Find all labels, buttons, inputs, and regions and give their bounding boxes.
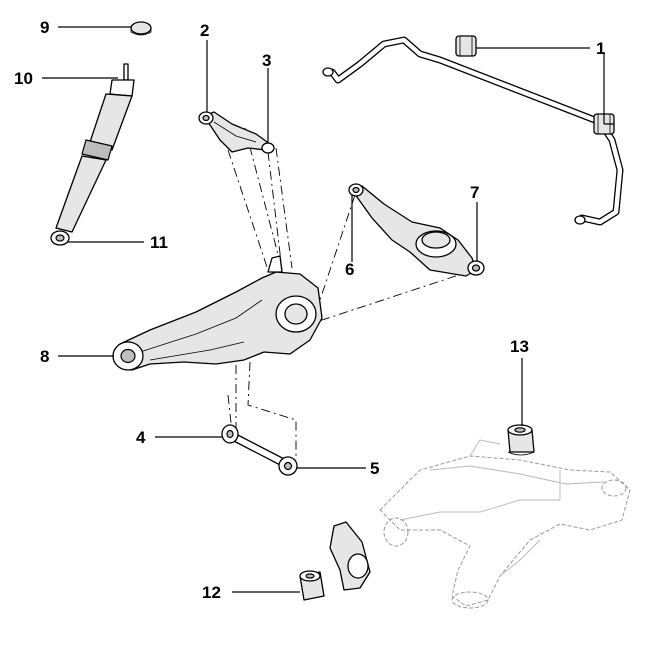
lower-spring-arm [348, 183, 485, 277]
callout-5: 5 [370, 459, 379, 478]
callout-1: 1 [596, 39, 605, 58]
rear-subframe-outline [329, 439, 631, 609]
leader-lines [42, 26, 614, 593]
upper-control-arm [198, 111, 275, 154]
callout-2: 2 [200, 21, 209, 40]
callout-11: 11 [150, 233, 168, 252]
callout-4: 4 [136, 428, 146, 447]
callout-numbers: 1 2 3 4 5 6 7 8 9 10 11 12 13 [14, 18, 605, 602]
callout-10: 10 [14, 69, 33, 88]
callout-3: 3 [262, 51, 271, 70]
callout-7: 7 [470, 183, 479, 202]
callout-13: 13 [510, 337, 529, 356]
callout-6: 6 [345, 260, 354, 279]
knuckle-trailing-arm [112, 255, 323, 371]
callout-8: 8 [40, 347, 49, 366]
lateral-link [221, 424, 298, 476]
assembly-lines [221, 127, 475, 460]
shock-absorber [50, 21, 152, 246]
callout-9: 9 [40, 18, 49, 37]
callout-12: 12 [202, 583, 221, 602]
subframe-bushing [507, 424, 535, 456]
bracket-bushing [299, 570, 325, 601]
